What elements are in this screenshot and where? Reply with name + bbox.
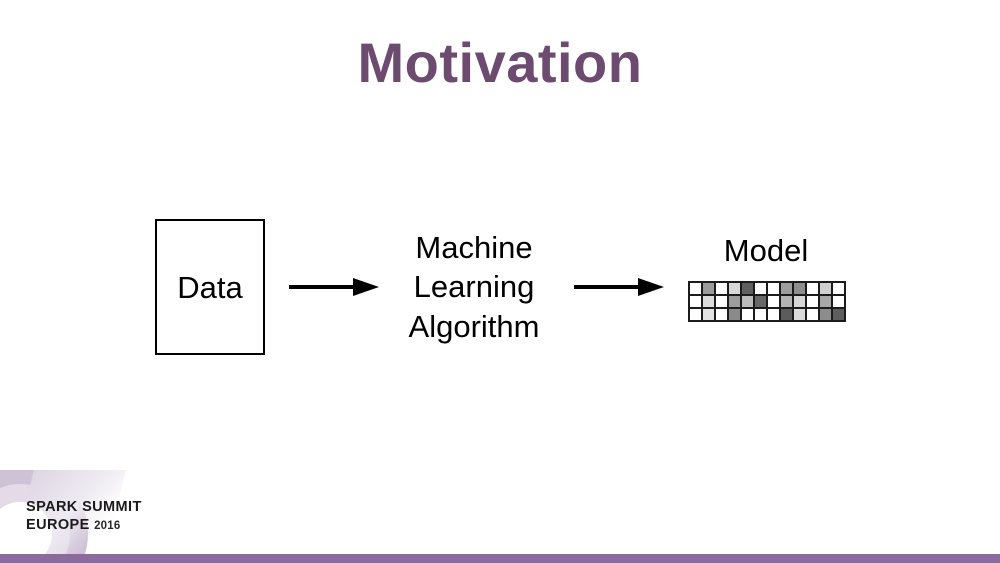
spark-summit-logo: SPARK SUMMIT EUROPE 2016 [0, 470, 180, 558]
data-box: Data [155, 219, 265, 355]
matrix-cell [689, 295, 702, 308]
matrix-cell [780, 308, 793, 321]
logo-text: SPARK SUMMIT EUROPE 2016 [26, 498, 176, 534]
logo-line-2: EUROPE 2016 [26, 516, 176, 534]
matrix-cell [780, 295, 793, 308]
footer-accent-bar [0, 554, 1000, 563]
algorithm-line-1: Machine [415, 230, 533, 265]
matrix-cell [741, 295, 754, 308]
matrix-cell [806, 308, 819, 321]
algorithm-label: Machine Learning Algorithm [376, 228, 572, 346]
matrix-cell [702, 295, 715, 308]
arrow-right-icon [574, 274, 664, 300]
matrix-cell [806, 295, 819, 308]
matrix-cell [832, 282, 845, 295]
matrix-cell [780, 282, 793, 295]
logo-swoosh-inner-icon [0, 502, 52, 558]
logo-year: 2016 [94, 520, 121, 533]
matrix-cell [819, 308, 832, 321]
matrix-cell [793, 308, 806, 321]
matrix-cell [832, 308, 845, 321]
matrix-cell [728, 295, 741, 308]
matrix-cell [702, 308, 715, 321]
data-box-label: Data [177, 269, 243, 305]
logo-line-1: SPARK SUMMIT [26, 499, 142, 515]
matrix-cell [793, 282, 806, 295]
page-title: Motivation [357, 31, 643, 94]
logo-europe-text: EUROPE [26, 517, 90, 534]
algorithm-line-3: Algorithm [408, 308, 540, 344]
matrix-cell [741, 282, 754, 295]
model-label: Model [723, 233, 809, 268]
matrix-cell [767, 308, 780, 321]
matrix-cell [754, 295, 767, 308]
matrix-cell [767, 295, 780, 308]
matrix-cell [715, 295, 728, 308]
matrix-cell [715, 308, 728, 321]
matrix-cell [702, 282, 715, 295]
matrix-cell [689, 282, 702, 295]
arrow-right-icon [289, 274, 379, 300]
matrix-cell [819, 282, 832, 295]
matrix-cell [741, 308, 754, 321]
matrix-cell [715, 282, 728, 295]
model-matrix-grid [688, 281, 846, 322]
matrix-cell [754, 282, 767, 295]
matrix-cell [689, 308, 702, 321]
matrix-cell [754, 308, 767, 321]
matrix-cell [793, 295, 806, 308]
matrix-cell [832, 295, 845, 308]
matrix-cell [728, 282, 741, 295]
matrix-cell [767, 282, 780, 295]
matrix-cell [819, 295, 832, 308]
matrix-cell [806, 282, 819, 295]
matrix-cell [728, 308, 741, 321]
algorithm-line-2: Learning [413, 269, 535, 305]
